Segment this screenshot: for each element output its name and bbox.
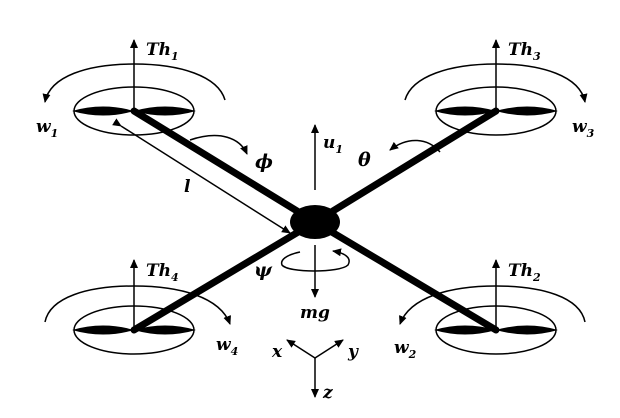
arm-length-dimension: l [112,118,291,234]
rotor-3-speed-label: w3 [572,117,595,140]
arm-length-arrow [112,118,291,234]
center-body [290,205,340,239]
roll-arrow [189,134,248,155]
arm-length-label: l [184,177,191,197]
pitch-arrow [389,139,441,153]
gravity-label: mg [300,303,330,323]
rotor-2-speed-label: w2 [394,338,417,361]
rotor-3-spin-arrow [404,63,588,103]
axis-y-arrow [314,339,344,359]
pitch-label: θ [358,149,371,171]
pitch-angle: θ [358,139,441,171]
roll-label: ϕ [255,151,273,173]
rotor-4-thrust-label: Th4 [146,261,179,284]
rotor-1: Th1 w1 [36,39,226,140]
arm-rotor-3 [311,107,500,226]
thrust-input-label: u1 [323,133,343,156]
rotor-3-thrust-label: Th3 [508,40,541,63]
coordinate-frame: x y z [271,339,359,403]
rotor-4: Th4 w4 [44,259,238,358]
thrust-input: u1 [311,124,343,190]
axis-y-label: y [347,342,359,362]
arm-rotor-1 [130,107,319,226]
rotor-4-speed-label: w4 [216,335,238,358]
axis-x-label: x [271,342,283,362]
roll-angle: ϕ [189,134,273,173]
gravity-force: mg [300,245,330,323]
rotor-2-thrust-label: Th2 [508,261,541,284]
axis-x-arrow [286,339,316,359]
rotor-2: Th2 w2 [394,259,586,361]
rotor-1-thrust-label: Th1 [146,40,179,63]
axis-z-label: z [322,383,333,403]
rotor-1-spin-arrow [42,63,226,103]
arm-rotor-2 [311,218,500,334]
rotor-3: Th3 w3 [404,39,595,140]
yaw-angle: ψ [254,248,350,281]
arm-rotor-4 [130,218,319,334]
yaw-label: ψ [254,259,273,281]
rotor-1-speed-label: w1 [36,117,58,140]
